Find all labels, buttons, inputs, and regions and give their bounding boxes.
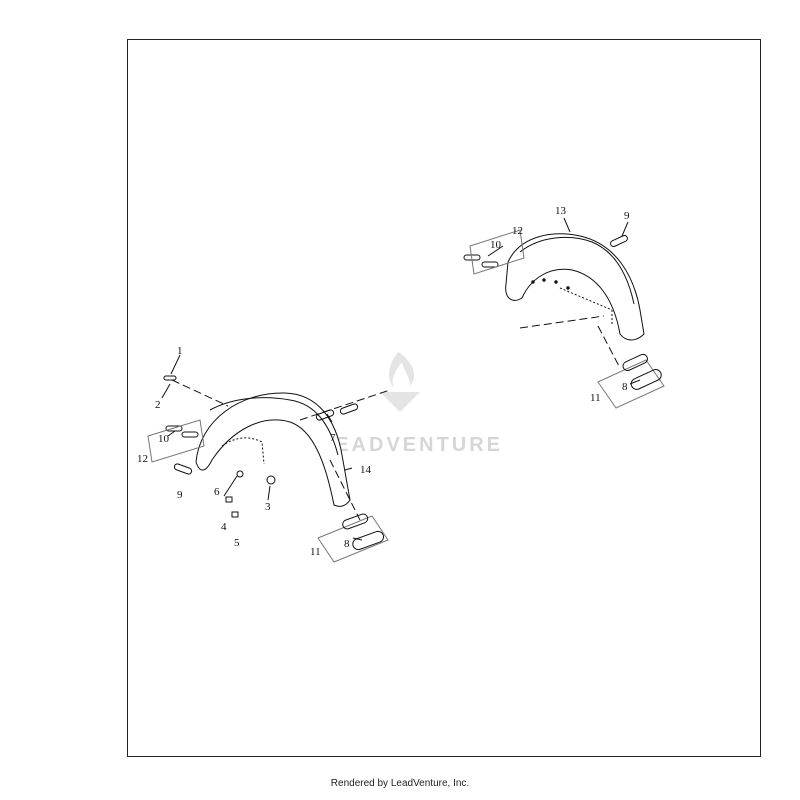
flame-logo-icon [389, 352, 414, 388]
strip-part-7b [339, 403, 359, 415]
strip-part-7a [315, 409, 335, 421]
screw-part-1 [163, 375, 177, 381]
strip-part-9 [173, 463, 193, 475]
callout-9-front: 9 [177, 489, 183, 501]
callout-9-rear: 9 [624, 210, 630, 222]
rear-fender [505, 233, 645, 341]
strip-part-10b [181, 431, 199, 438]
callout-1: 1 [177, 345, 183, 357]
callout-5: 5 [234, 537, 240, 549]
leadventure-watermark: LEADVENTURE [320, 352, 503, 456]
callout-8-front: 8 [344, 538, 350, 550]
clip-part-5 [231, 511, 239, 518]
callout-14: 14 [360, 464, 372, 476]
front-fender-assembly [147, 354, 391, 563]
flame-logo-icon [380, 392, 420, 412]
callout-12-rear: 12 [512, 225, 523, 237]
medallion-part-8 [630, 369, 662, 390]
callout-13: 13 [555, 205, 567, 217]
strip-part-9 [610, 234, 628, 248]
callout-7: 7 [330, 432, 336, 444]
medallion-part-a [342, 513, 369, 530]
callout-2: 2 [155, 399, 161, 411]
medallion-part-a [622, 353, 648, 372]
strip-part-10a [165, 425, 183, 432]
callout-6: 6 [214, 486, 220, 498]
watermark-text: LEADVENTURE [320, 434, 503, 456]
front-fender [195, 392, 351, 507]
front-fender-inner [221, 437, 265, 465]
callout-3: 3 [265, 501, 271, 513]
front-fender-edge [209, 397, 339, 456]
callout-10-rear: 10 [490, 239, 502, 251]
callout-8-rear: 8 [622, 381, 628, 393]
bolt-part-6 [236, 470, 244, 478]
medallion-part-8 [352, 530, 385, 551]
rear-fender-assembly [463, 217, 665, 409]
render-credit: Rendered by LeadVenture, Inc. [330, 778, 470, 789]
rear-fender-edge [519, 236, 635, 305]
callout-4: 4 [221, 521, 227, 533]
callout-10-front: 10 [158, 433, 170, 445]
diagram-frame [127, 39, 761, 757]
nut-part-3 [266, 475, 276, 485]
strip-part-10b [481, 261, 499, 268]
clip-part-4 [225, 496, 233, 503]
callout-11-front: 11 [310, 546, 321, 558]
callout-11-rear: 11 [590, 392, 601, 404]
callout-12-front: 12 [137, 453, 148, 465]
